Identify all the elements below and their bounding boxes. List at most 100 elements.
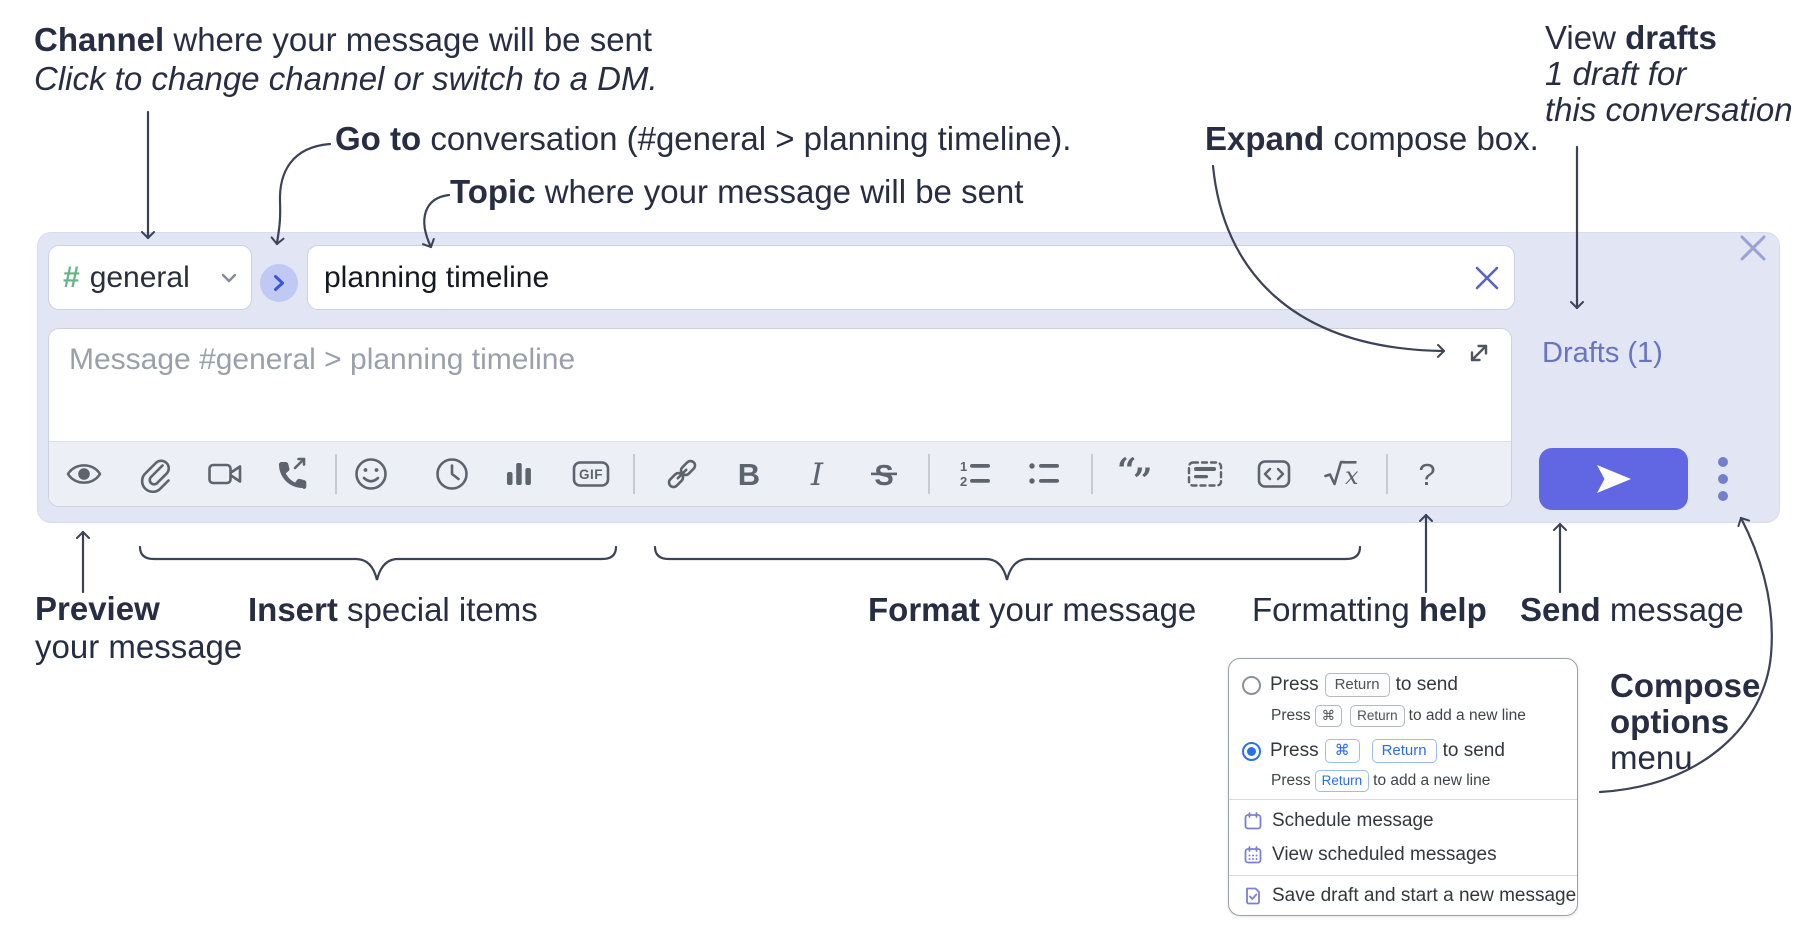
view-drafts-note: View drafts 1 draft for this conversatio… (1545, 19, 1793, 128)
send-option-enter[interactable]: Press Return to send (1242, 667, 1458, 703)
send-note: Send message (1520, 591, 1744, 628)
attach-file-button[interactable] (132, 452, 176, 496)
svg-text:GIF: GIF (579, 467, 603, 482)
emoji-button[interactable] (349, 452, 393, 496)
toolbar-divider (1091, 454, 1093, 494)
paperclip-icon (140, 459, 171, 493)
code-button[interactable] (1252, 452, 1296, 496)
return-key: Return (1371, 739, 1437, 763)
expand-compose-icon[interactable] (1465, 339, 1493, 367)
topic-input[interactable] (308, 246, 1514, 309)
insert-note: Insert special items (248, 591, 538, 628)
format-note: Format your message (868, 591, 1197, 628)
chevron-down-icon (221, 273, 237, 282)
strikethrough-button[interactable]: S (862, 452, 906, 496)
link-icon (667, 459, 697, 489)
bar-chart-icon (507, 463, 531, 485)
send-option-enter-subtext: Press ⌘ Return to add a new line (1271, 704, 1526, 728)
toolbar-divider (633, 454, 635, 494)
menu-divider (1229, 875, 1577, 876)
clear-topic-icon[interactable] (1474, 265, 1500, 291)
toolbar-divider (928, 454, 930, 494)
calendar-icon (1244, 812, 1262, 830)
channel-selector[interactable]: # general (48, 245, 252, 310)
draft-file-icon (1246, 887, 1260, 905)
compose-options-button[interactable] (1705, 455, 1741, 503)
send-plane-icon (1596, 465, 1631, 493)
svg-text:I: I (810, 457, 824, 493)
radio-unselected-icon[interactable] (1242, 675, 1261, 695)
goto-arrow (270, 142, 332, 246)
svg-text:B: B (738, 457, 760, 492)
video-camera-icon (208, 463, 242, 485)
svg-text:”: ” (1133, 461, 1153, 493)
strikethrough-icon: S (871, 460, 897, 492)
svg-text:“: “ (1117, 455, 1137, 491)
topic-field-wrapper (307, 245, 1515, 310)
eye-icon (66, 464, 102, 484)
numbered-list-button[interactable]: 1 2 (953, 452, 997, 496)
expand-note: Expand compose box. (1205, 120, 1539, 157)
bold-button[interactable]: B (727, 452, 771, 496)
quote-button[interactable]: “ ” (1113, 452, 1157, 496)
preview-message-button[interactable] (62, 452, 106, 496)
send-option-cmd-enter[interactable]: Press ⌘ Return to send (1242, 733, 1505, 769)
format-brace (653, 545, 1362, 581)
spoiler-icon (1187, 461, 1223, 487)
latex-math-icon: x (1324, 460, 1359, 490)
menu-item-schedule-message[interactable]: Schedule message (1229, 804, 1577, 838)
compose-options-menu: Press Return to send Press ⌘ Return to a… (1228, 658, 1578, 916)
cmd-key: ⌘ (1314, 705, 1343, 727)
compose-toolbar: GIF B I (49, 441, 1511, 506)
spoiler-button[interactable] (1183, 452, 1227, 496)
go-to-conversation-button[interactable] (260, 264, 298, 302)
quote-icon: “ ” (1117, 455, 1153, 493)
insert-brace (138, 545, 618, 581)
bulleted-list-icon (1029, 463, 1059, 484)
ellipsis-dot (1718, 491, 1728, 501)
phone-outgoing-icon (279, 457, 307, 489)
italic-button[interactable]: I (795, 452, 839, 496)
cmd-key: ⌘ (1324, 739, 1360, 763)
numbered-list-icon: 1 2 (960, 459, 990, 489)
gif-icon: GIF (572, 461, 610, 487)
chevron-right-icon (274, 275, 284, 291)
voice-call-button[interactable] (268, 452, 312, 496)
bold-icon: B (738, 457, 760, 492)
toolbar-divider (335, 454, 337, 494)
close-compose-icon[interactable] (1738, 233, 1768, 263)
send-button[interactable] (1539, 448, 1688, 510)
question-mark-icon: ? (1418, 457, 1435, 492)
topic-note: Topic where your message will be sent (450, 173, 1024, 210)
video-call-button[interactable] (203, 452, 247, 496)
goto-note: Go to conversation (#general > planning … (335, 120, 1072, 157)
formatting-help-note: Formatting help (1252, 591, 1487, 628)
channel-hash-icon: # (63, 260, 80, 294)
message-textarea[interactable] (49, 329, 1511, 441)
calendar-grid-icon (1244, 846, 1262, 864)
toolbar-divider (1386, 454, 1388, 494)
poll-button[interactable] (497, 452, 541, 496)
drafts-link[interactable]: Drafts (1) (1542, 337, 1663, 369)
clock-icon (436, 458, 468, 490)
math-button[interactable]: x (1319, 452, 1363, 496)
menu-item-save-draft[interactable]: Save draft and start a new message (1229, 880, 1577, 912)
message-box: GIF B I (48, 328, 1512, 507)
link-button[interactable] (660, 452, 704, 496)
bulleted-list-button[interactable] (1022, 452, 1066, 496)
radio-selected-icon[interactable] (1242, 741, 1261, 761)
smiley-icon (355, 458, 387, 490)
compose-options-note: Compose options menu (1610, 667, 1761, 776)
global-time-button[interactable] (430, 452, 474, 496)
menu-item-view-scheduled[interactable]: View scheduled messages (1229, 838, 1577, 872)
code-icon (1257, 460, 1291, 488)
send-option-cmd-enter-subtext: Press Return to add a new line (1271, 769, 1490, 793)
ellipsis-dot (1718, 474, 1728, 484)
formatting-help-button[interactable]: ? (1405, 452, 1449, 496)
return-key: Return (1314, 770, 1370, 792)
gif-button[interactable]: GIF (569, 452, 613, 496)
return-key: Return (1324, 673, 1390, 697)
return-key: Return (1350, 705, 1405, 727)
channel-note: Channel where your message will be sent … (34, 21, 658, 97)
svg-text:?: ? (1418, 457, 1435, 492)
